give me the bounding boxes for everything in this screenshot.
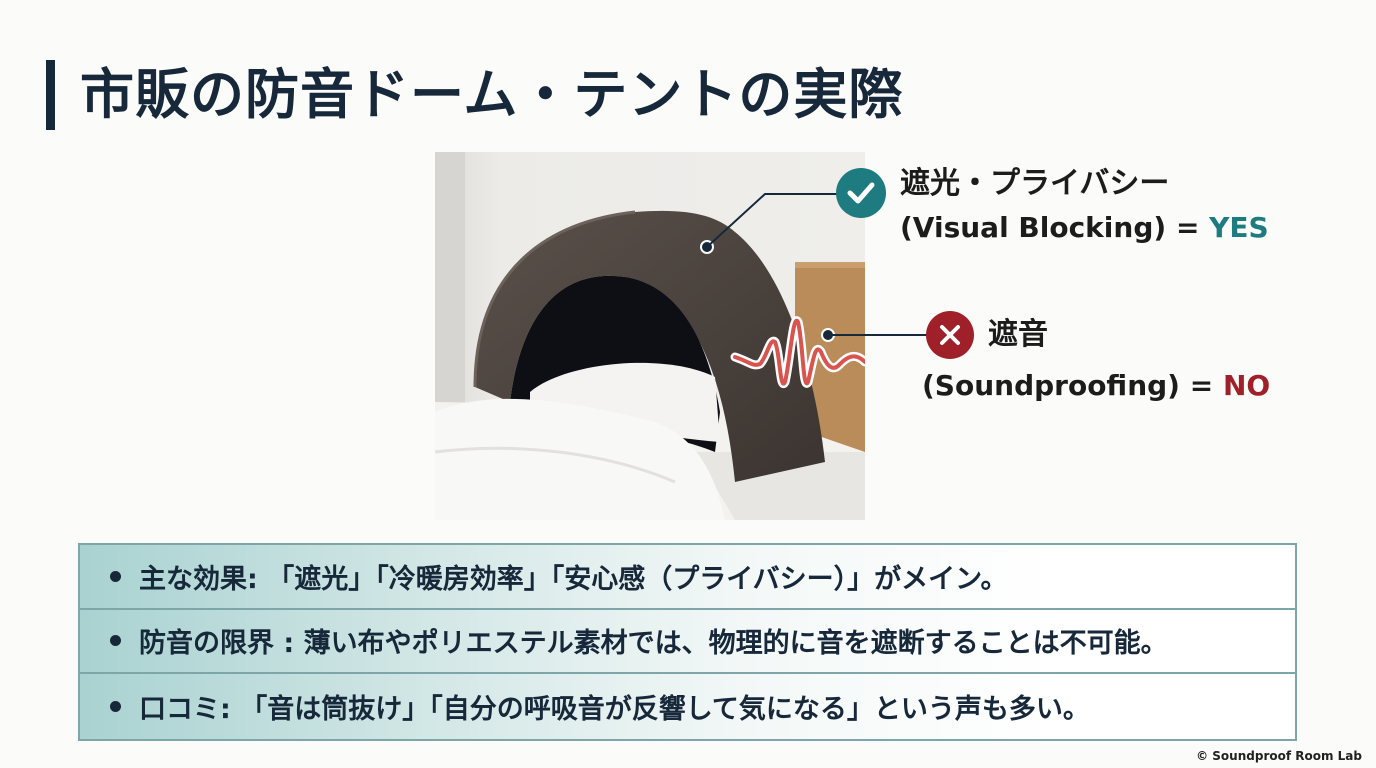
point-main-effects: 主な効果: 「遮光」「冷暖房効率」「安心感（プライバシー）」がメイン。 bbox=[139, 563, 1008, 595]
callout-visual-blocking-en: (Visual Blocking) bbox=[900, 211, 1167, 244]
key-points-table: 主な効果: 「遮光」「冷暖房効率」「安心感（プライバシー）」がメイン。 防音の限… bbox=[78, 543, 1297, 741]
page-title: 市販の防音ドーム・テントの実際 bbox=[80, 63, 904, 126]
bed-tent-illustration bbox=[435, 152, 865, 520]
title-accent-bar bbox=[46, 60, 55, 130]
callout-visual-blocking-jp: 遮光・プライバシー bbox=[900, 166, 1170, 201]
point-reviews: 口コミ: 「音は筒抜け」「自分の呼吸音が反響して気になる」という声も多い。 bbox=[139, 694, 1090, 726]
callout-soundproofing: (Soundproofing) = NO bbox=[922, 364, 1270, 408]
table-row: 口コミ: 「音は筒抜け」「自分の呼吸音が反響して気になる」という声も多い。 bbox=[80, 674, 1295, 739]
cross-icon bbox=[926, 311, 974, 359]
verdict-yes: YES bbox=[1209, 211, 1269, 244]
callout-visual-blocking: 遮光・プライバシー (Visual Blocking) = YES bbox=[900, 162, 1269, 250]
callout-equals: = bbox=[1175, 211, 1200, 244]
bed-tent-photo bbox=[435, 152, 865, 520]
bullet-icon bbox=[110, 701, 121, 713]
table-row: 主な効果: 「遮光」「冷暖房効率」「安心感（プライバシー）」がメイン。 bbox=[80, 545, 1295, 610]
callout-leader-lines bbox=[865, 334, 927, 336]
bullet-icon bbox=[110, 570, 121, 582]
callout-soundproofing-jp: 遮音 bbox=[988, 317, 1048, 352]
table-row: 防音の限界 : 薄い布やポリエステル素材では、物理的に音を遮断することは不可能。 bbox=[80, 610, 1295, 675]
check-icon bbox=[836, 168, 886, 218]
point-soundproof-limit: 防音の限界 : 薄い布やポリエステル素材では、物理的に音を遮断することは不可能。 bbox=[139, 628, 1168, 660]
callout-soundproofing-en: (Soundproofing) bbox=[922, 369, 1180, 402]
callout-equals: = bbox=[1189, 369, 1214, 402]
copyright-notice: © Soundproof Room Lab bbox=[1196, 749, 1362, 763]
verdict-no: NO bbox=[1222, 369, 1271, 402]
bullet-icon bbox=[110, 635, 121, 647]
